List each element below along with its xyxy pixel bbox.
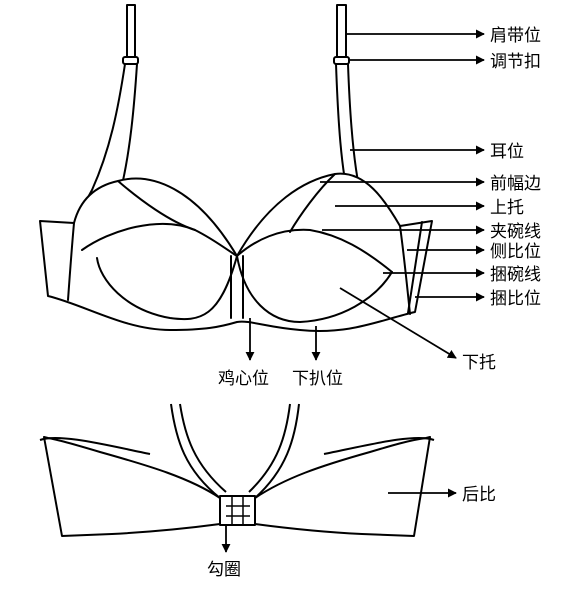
label-front-edge: 前幅边 <box>490 174 541 194</box>
arrow-lower-cup <box>339 287 457 359</box>
right-upper-cup-edge <box>289 173 336 233</box>
label-ear: 耳位 <box>490 142 524 162</box>
left-adjuster <box>122 56 139 65</box>
label-side-panel: 侧比位 <box>490 242 541 262</box>
bra-back-view <box>39 403 435 537</box>
label-underwire-line: 捆碗线 <box>490 265 541 285</box>
back-band-outline-right <box>254 436 431 537</box>
right-band-line <box>407 221 423 314</box>
left-upper-cup-edge <box>117 180 196 231</box>
center-gore <box>230 255 244 319</box>
label-strap: 肩带位 <box>490 26 541 46</box>
label-upper-cup: 上托 <box>490 198 524 218</box>
back-band-outline <box>43 436 221 537</box>
right-adjuster <box>333 56 350 65</box>
back-strap-right <box>248 403 300 499</box>
label-lower-cup: 下托 <box>462 353 496 373</box>
bra-front-view <box>39 4 433 332</box>
right-cup-seam <box>236 228 393 273</box>
label-band-side: 捆比位 <box>490 289 541 309</box>
label-hook: 勾圈 <box>207 560 241 580</box>
right-strap-top <box>336 4 347 59</box>
label-adjuster: 调节扣 <box>490 52 541 72</box>
right-cup-lower <box>236 255 393 323</box>
callout-arrows <box>221 29 485 553</box>
left-side-panel-line <box>67 222 75 301</box>
label-cup-seam: 夹碗线 <box>490 222 541 242</box>
callout-labels: 肩带位 调节扣 耳位 前幅边 上托 夹碗线 侧比位 捆碗线 捆比位 下托 鸡心位… <box>207 26 541 580</box>
label-center-gore: 鸡心位 <box>218 369 269 389</box>
label-lower-band: 下扒位 <box>292 369 343 389</box>
hook-closure <box>219 495 256 526</box>
back-strap-left <box>170 403 227 499</box>
left-cup-lower <box>96 255 238 321</box>
label-back-band: 后比 <box>462 485 496 505</box>
back-band-top-edge <box>39 437 435 455</box>
left-strap-top <box>126 4 136 59</box>
hook-closure-lines <box>226 496 250 525</box>
